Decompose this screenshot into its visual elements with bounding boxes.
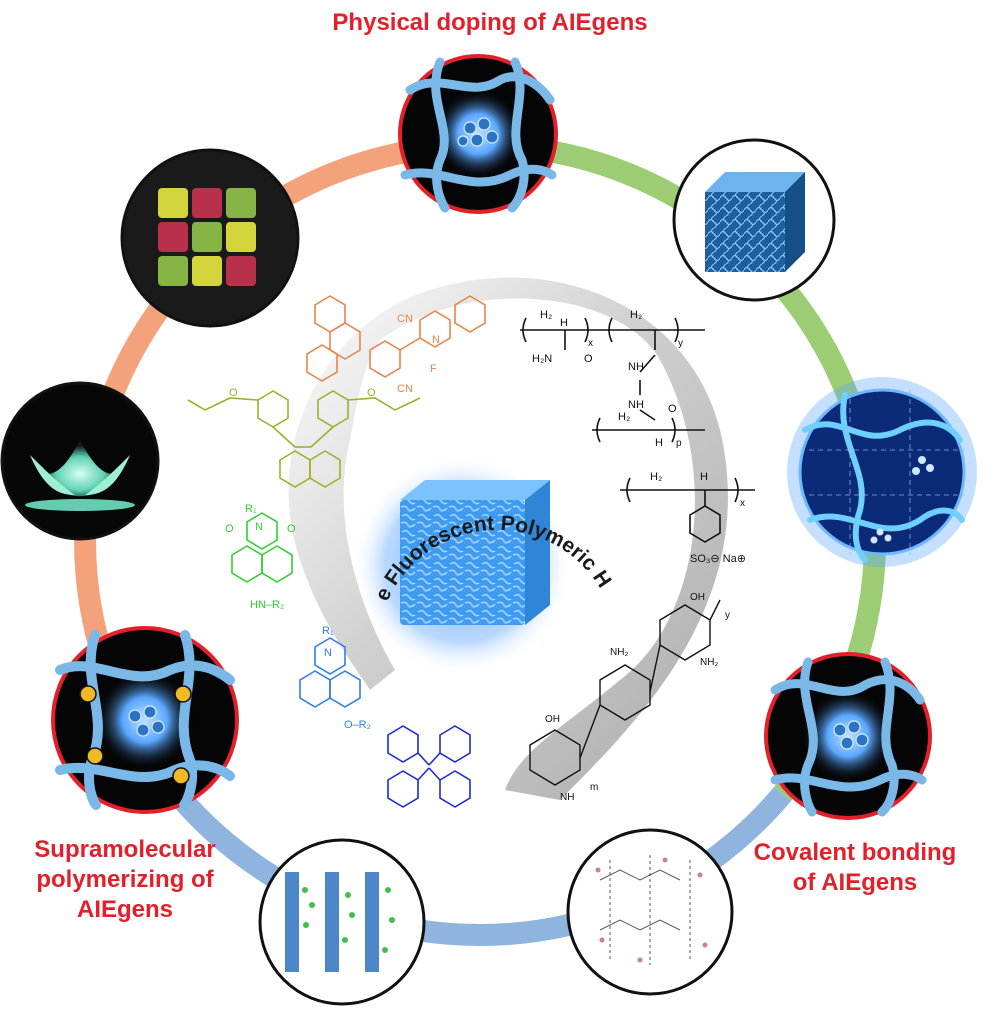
label-oh-a: OH [545,714,560,725]
aiegen-cluster-icon [457,117,499,147]
label-o-r2: O–R₂ [344,719,371,731]
rubik-tile [158,222,188,252]
rubik-tile [158,188,188,218]
caption-supramolecular-line2: polymerizing of [36,866,214,893]
label-so3na: SO₃⊖ Na⊕ [690,553,746,565]
label-x-a: x [588,338,593,349]
crystal-packing-circle [566,828,734,996]
center-hydrogel-cube [352,455,572,675]
label-n-blue: N [324,647,332,659]
label-h2-a: H₂ [540,309,552,321]
label-nh-b: NH [628,399,644,411]
label-n: N [432,334,440,346]
rubik-circle [120,148,300,328]
label-nh-c: NH [560,792,574,803]
label-h-c: H [655,437,663,449]
olive-aiegen-structure [187,390,421,488]
label-o-right: O [367,387,376,399]
covalent-bonding-circle [764,652,932,820]
label-h-a: H [560,317,568,329]
rubik-tile [158,256,188,286]
chem-structures: CN CN N F O O R₁ [187,295,755,808]
label-h2n: H₂N [532,353,552,365]
orange-aiegen-structure [306,295,486,382]
hydrogel-cube-circle [672,138,836,302]
caption-supramolecular-line1: Supramolecular [34,836,216,863]
label-h2-b: H₂ [630,309,642,321]
label-nh-r2: HN–R₂ [250,599,284,611]
rubik-cube-icon [158,188,256,286]
label-m: m [590,782,598,793]
caption-covalent: Covalent bonding of AIEgens [735,838,975,898]
rubik-tile [192,188,222,218]
supramolecular-circle [51,626,239,814]
hydrogel-cube-icon [705,172,805,272]
label-h2-c: H₂ [618,411,630,423]
rubik-tile [226,188,256,218]
caption-supramolecular: Supramolecular polymerizing of AIEgens [10,835,240,925]
label-h2-d: H₂ [650,471,662,483]
label-cn-top: CN [397,313,413,325]
polyacrylamide-structure [520,317,755,543]
label-f: F [430,363,437,375]
stack-column-icon [285,872,395,972]
label-y-b: y [725,610,730,621]
physical-doping-circle [398,54,558,214]
label-r1-green: R₁ [245,503,257,515]
green-naphthalimide-structure [231,512,293,583]
network-glow-icon [800,390,965,563]
label-x-b: x [740,498,745,509]
rubik-tile [192,222,222,252]
tpe-structure [387,725,471,808]
label-nh2-b: NH₂ [700,657,718,668]
label-p: p [676,438,682,449]
label-o-green-right: O [287,523,296,535]
label-o-b: O [668,403,677,415]
label-cn-bottom: CN [397,383,413,395]
lotus-icon [25,440,135,511]
caption-supramolecular-line3: AIEgens [76,896,174,923]
label-o-amide: O [584,353,593,365]
crystal-packing-icon [595,855,708,965]
caption-covalent-line1: Covalent bonding [753,839,957,866]
blue-naphthalimide-structure [299,637,361,708]
lotus-circle [0,381,160,541]
label-oh-b: OH [690,592,705,603]
supramolecular-stack-circle [258,838,426,1006]
label-o-left: O [229,387,238,399]
rubik-tile [226,256,256,286]
caption-covalent-line2: of AIEgens [792,869,918,896]
label-n-green: N [255,521,263,533]
label-h-d: H [700,471,708,483]
caption-physical-doping: Physical doping of AIEgens [332,9,648,36]
label-r1-blue: R₁ [322,625,334,637]
label-y-a: y [678,338,683,349]
network-glow-circle [787,377,977,567]
label-o-green-left: O [225,523,234,535]
label-nh-a: NH [628,361,644,373]
label-nh2-a: NH₂ [610,647,628,658]
rubik-tile [226,222,256,252]
polysaccharide-structure [529,599,721,786]
rubik-tile [192,256,222,286]
host-guest-icon [79,685,192,785]
